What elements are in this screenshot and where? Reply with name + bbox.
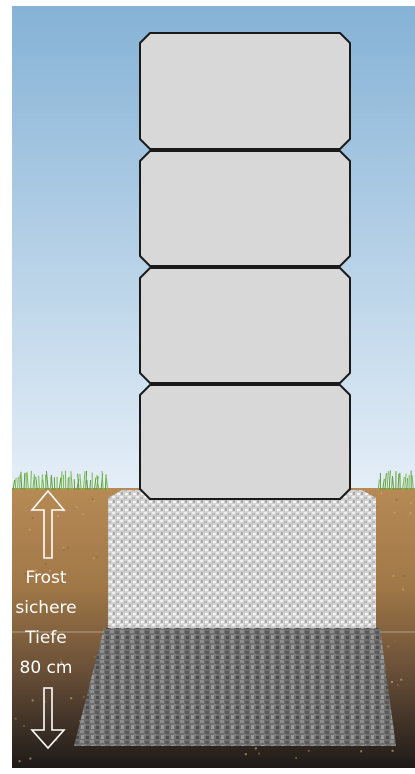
label-line-1: Frost — [25, 568, 66, 588]
soil-speck — [402, 589, 404, 591]
soil-speck — [32, 699, 34, 701]
soil-speck — [360, 750, 362, 752]
soil-speck — [62, 547, 64, 549]
soil-speck — [403, 575, 405, 577]
soil-speck — [391, 681, 393, 683]
soil-speck — [96, 556, 98, 558]
soil-speck — [29, 758, 31, 760]
soil-speck — [387, 646, 389, 648]
soil-speck — [397, 684, 399, 686]
soil-speck — [400, 679, 402, 681]
soil-speck — [23, 725, 25, 727]
label-line-2: sichere — [15, 598, 76, 618]
soil-speck — [57, 515, 59, 517]
grass-blade — [50, 477, 51, 490]
grass-blade — [54, 477, 55, 490]
soil-speck — [381, 492, 383, 494]
soil-speck — [70, 697, 72, 699]
fine-gravel-layer — [108, 490, 376, 628]
soil-speck — [295, 757, 297, 759]
soil-speck — [93, 557, 95, 559]
grass-blade — [34, 476, 35, 490]
soil-speck — [19, 760, 21, 762]
soil-speck — [393, 575, 395, 577]
stone-block-2 — [140, 151, 350, 266]
soil-speck — [308, 750, 310, 752]
grass-blade — [61, 471, 62, 490]
soil-speck — [410, 512, 412, 514]
stone-block-3 — [140, 268, 350, 383]
soil-speck — [82, 513, 84, 515]
grass-blade — [407, 478, 408, 490]
soil-speck — [255, 747, 257, 749]
grass-blade — [90, 480, 91, 490]
soil-speck — [396, 499, 398, 501]
coarse-gravel-foundation — [74, 628, 396, 746]
soil-speck — [392, 750, 394, 752]
soil-speck — [29, 529, 31, 531]
stone-block-4 — [140, 385, 350, 499]
stone-block-1 — [140, 33, 350, 149]
soil-speck — [15, 718, 17, 720]
soil-speck — [76, 506, 78, 508]
soil-speck — [258, 753, 260, 755]
stone-column — [140, 33, 350, 499]
soil-speck — [67, 547, 69, 549]
soil-speck — [63, 549, 65, 551]
soil-speck — [83, 696, 85, 698]
soil-speck — [92, 498, 94, 500]
soil-speck — [32, 517, 34, 519]
label-line-3: Tiefe — [24, 628, 67, 648]
soil-speck — [45, 563, 47, 565]
soil-speck — [94, 656, 96, 658]
soil-speck — [245, 753, 247, 755]
soil-speck — [394, 512, 396, 514]
label-line-4: 80 cm — [20, 658, 73, 678]
soil-speck — [394, 640, 396, 642]
grass-blade — [20, 475, 21, 490]
soil-speck — [410, 502, 412, 504]
grass-blade — [105, 474, 106, 490]
